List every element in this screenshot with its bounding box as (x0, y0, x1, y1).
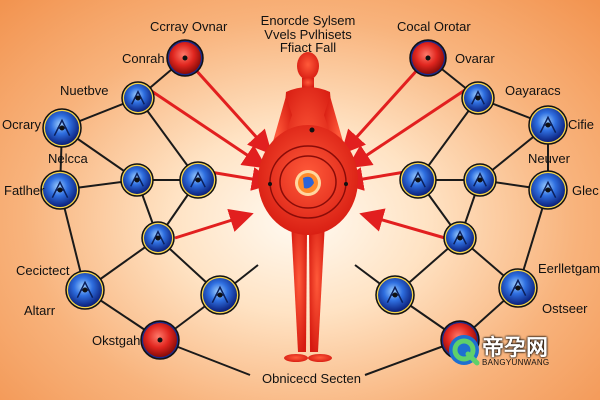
node-right-4 (399, 161, 437, 199)
label-cifie: Cifie (568, 117, 595, 132)
watermark: 帝孕网 BANGYUNWANG (446, 322, 596, 382)
label-altarr: Altarr (24, 303, 56, 318)
watermark-logo-icon (449, 335, 480, 366)
node-right-2 (528, 105, 568, 145)
node-left-2 (42, 108, 82, 148)
node-right-8 (375, 275, 415, 315)
node-right-3 (463, 163, 497, 197)
node-right-1 (461, 81, 495, 115)
label-ocrary: Ocrary (2, 117, 41, 132)
watermark-text: 帝孕网 (482, 336, 549, 361)
label-nelcca: Nelcca (48, 151, 88, 166)
node-left-1 (121, 81, 155, 115)
node-top-right (409, 39, 447, 77)
label-cecictect: Cecictect (16, 263, 70, 278)
label-neuver: Neuver (528, 151, 570, 166)
watermark-subtext: BANGYUNWANG (482, 358, 550, 367)
label-top-left: Ccrray Ovnar (150, 19, 228, 34)
label-nuetbve: Nuetbve (60, 83, 109, 98)
diagram-title: Enorcde Sylsem Vvels Pvlhisets Ffiact Fa… (256, 14, 360, 55)
label-fatlher: Fatlher (4, 183, 45, 198)
node-left-7 (65, 270, 105, 310)
label-eerlletgam: Eerlletgam (538, 261, 600, 276)
title-line-2: Vvels Pvlhisets (264, 26, 352, 42)
node-left-8 (200, 275, 240, 315)
node-bottom-left (140, 320, 180, 360)
node-right-6 (443, 221, 477, 255)
title-line-3: Ffiact Fall (279, 40, 337, 56)
node-right-5 (528, 170, 568, 210)
label-okstgah: Okstgah (92, 333, 141, 348)
node-top-left (166, 39, 204, 77)
node-left-4 (179, 161, 217, 199)
node-left-5 (40, 170, 80, 210)
title-line-1: Enorcde Sylsem (260, 13, 356, 28)
label-ovarar: Ovarar (455, 51, 495, 66)
label-bottom: Obnicecd Secten (262, 371, 362, 386)
label-conrah: Conrah (122, 51, 165, 66)
label-glec: Glec (572, 183, 599, 198)
core-organ (268, 127, 348, 196)
label-oayaracs: Oayaracs (505, 83, 561, 98)
node-left-6 (141, 221, 175, 255)
label-top-right: Cocal Orotar (397, 19, 471, 34)
node-left-3 (120, 163, 154, 197)
label-ostseer: Ostseer (542, 301, 588, 316)
node-right-7 (498, 268, 538, 308)
